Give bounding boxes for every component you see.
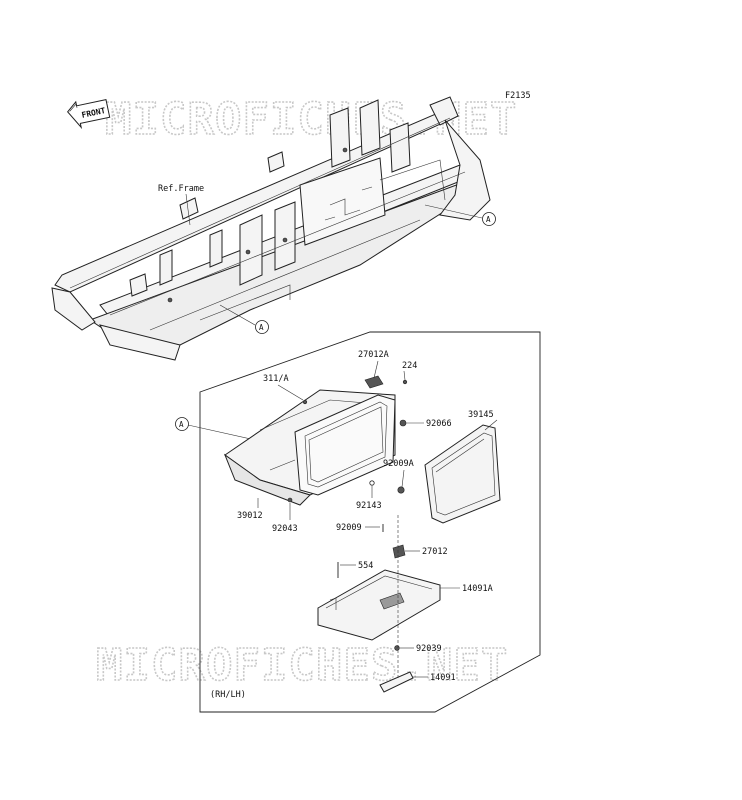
- part-label-554: 554: [358, 561, 373, 571]
- part-label-14091: 14091: [430, 673, 456, 683]
- rivet-311a: [302, 399, 308, 405]
- fastener-92009a: [397, 486, 405, 494]
- part-label-92039: 92039: [416, 644, 442, 654]
- door-frame: [294, 394, 396, 496]
- part-label-224: 224: [402, 361, 417, 371]
- svg-text:A: A: [259, 323, 264, 332]
- svg-text:A: A: [179, 420, 184, 429]
- callout-a-frame-rear: A: [424, 204, 496, 226]
- assembly-boundary: [199, 331, 541, 713]
- screw-92043: [287, 497, 293, 503]
- latch-27012: [392, 544, 406, 559]
- washer-92039: [394, 645, 400, 651]
- part-label-311a: 311/A: [263, 374, 289, 384]
- watermark-bottom: MICROFICHES.NET: [96, 640, 508, 691]
- glove-box-lid: [424, 424, 501, 524]
- part-label-92066: 92066: [426, 419, 452, 429]
- diagram-code: F2135: [505, 91, 531, 101]
- washer-92143: [369, 480, 375, 486]
- part-label-92009: 92009: [336, 523, 362, 533]
- bracket-14091: [379, 671, 414, 693]
- tray-14091a: [317, 569, 441, 641]
- part-label-39145: 39145: [468, 410, 494, 420]
- latch-27012a: [364, 375, 408, 389]
- callout-a-frame-front: A: [219, 304, 269, 334]
- svg-text:A: A: [486, 215, 491, 224]
- part-label-92143: 92143: [356, 501, 382, 511]
- part-label-27012: 27012: [422, 547, 448, 557]
- front-arrow-icon: FRONT: [67, 99, 111, 130]
- part-label-92043: 92043: [272, 524, 298, 534]
- part-label-14091a: 14091A: [462, 584, 493, 594]
- fastener-92066: [399, 419, 407, 427]
- vehicle-frame: [51, 96, 491, 361]
- variant-note: (RH/LH): [210, 690, 246, 700]
- part-label-92009a: 92009A: [383, 459, 414, 469]
- part-label-39012: 39012: [237, 511, 263, 521]
- ref-frame-label: Ref.Frame: [158, 184, 204, 194]
- part-label-27012a: 27012A: [358, 350, 389, 360]
